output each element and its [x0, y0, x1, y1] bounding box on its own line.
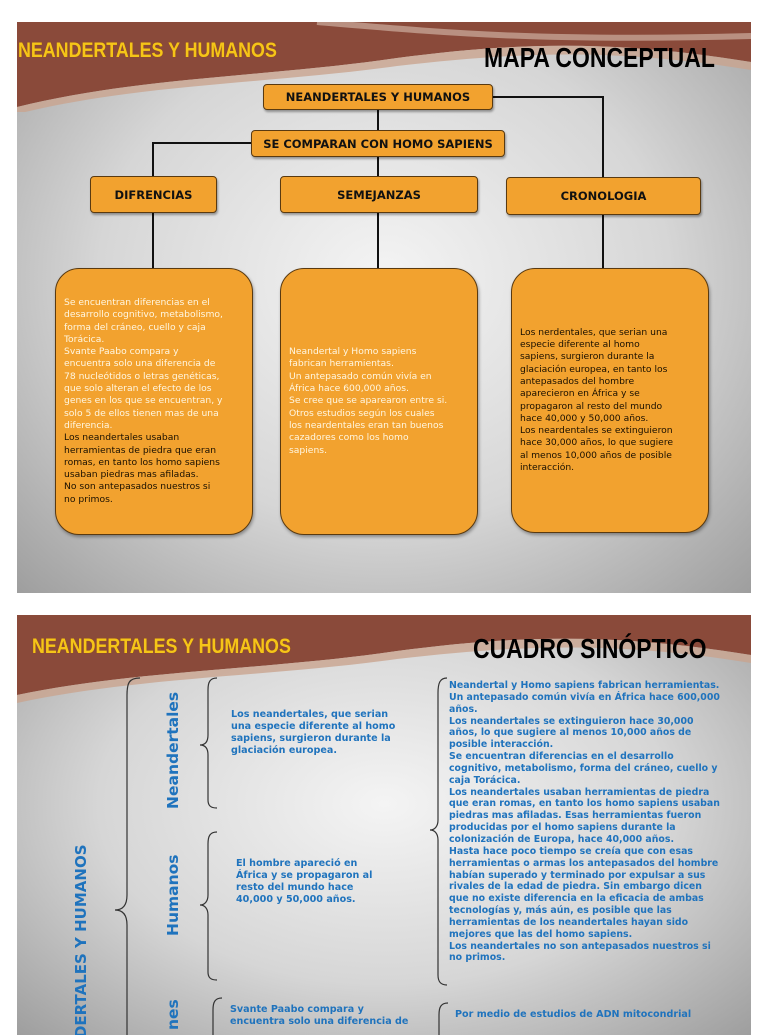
- node-root: NEANDERTALES Y HUMANOS: [263, 84, 493, 110]
- slide-title-right: MAPA CONCEPTUAL: [484, 42, 715, 73]
- text-bottom-right: Por medio de estudios de ADN mitocondria…: [455, 1009, 692, 1020]
- slide-title-right: CUADRO SINÓPTICO: [473, 633, 707, 664]
- node-semejanzas: SEMEJANZAS: [280, 176, 478, 213]
- diferencias-text-dark: Los neandertales usaban herramientas de …: [64, 432, 220, 505]
- diferencias-text-white: Se encuentran diferencias en el desarrol…: [64, 296, 223, 431]
- cronologia-text: Los nerdentales, que serian una especie …: [520, 326, 674, 473]
- text-right-summary: Neandertal y Homo sapiens fabrican herra…: [449, 680, 720, 964]
- node-cronologia: CRONOLOGIA: [506, 177, 701, 215]
- box-diferencias: Se encuentran diferencias en el desarrol…: [55, 268, 253, 535]
- label-third-partial: nes: [164, 999, 182, 1030]
- label-humanos: Humanos: [164, 854, 182, 936]
- header-swoosh: [17, 615, 751, 703]
- main-vertical-label: NEANDERTALES Y HUMANOS: [72, 844, 90, 1035]
- text-third: Svante Paabo compara y encuentra solo un…: [230, 1004, 409, 1027]
- text-humanos: El hombre apareció en África y se propag…: [236, 858, 373, 905]
- box-cronologia: Los nerdentales, que serian una especie …: [511, 268, 709, 533]
- text-neandertales: Los neandertales, que serian una especie…: [231, 709, 396, 756]
- slide-title-left: NEANDERTALES Y HUMANOS: [18, 39, 277, 62]
- semejanzas-text: Neandertal y Homo sapiens fabrican herra…: [289, 346, 448, 456]
- slide-title-left: NEANDERTALES Y HUMANOS: [32, 635, 291, 658]
- node-compare: SE COMPARAN CON HOMO SAPIENS: [251, 130, 505, 157]
- braces: [114, 677, 449, 1035]
- node-diferencias: DIFRENCIAS: [90, 176, 217, 213]
- box-semejanzas: Neandertal y Homo sapiens fabrican herra…: [280, 268, 478, 535]
- label-neandertales: Neandertales: [164, 691, 182, 809]
- slide-cuadro-sinoptico: NEANDERTALES Y HUMANOS CUADRO SINÓPTICO …: [17, 615, 751, 1035]
- header-swoosh: [17, 22, 751, 112]
